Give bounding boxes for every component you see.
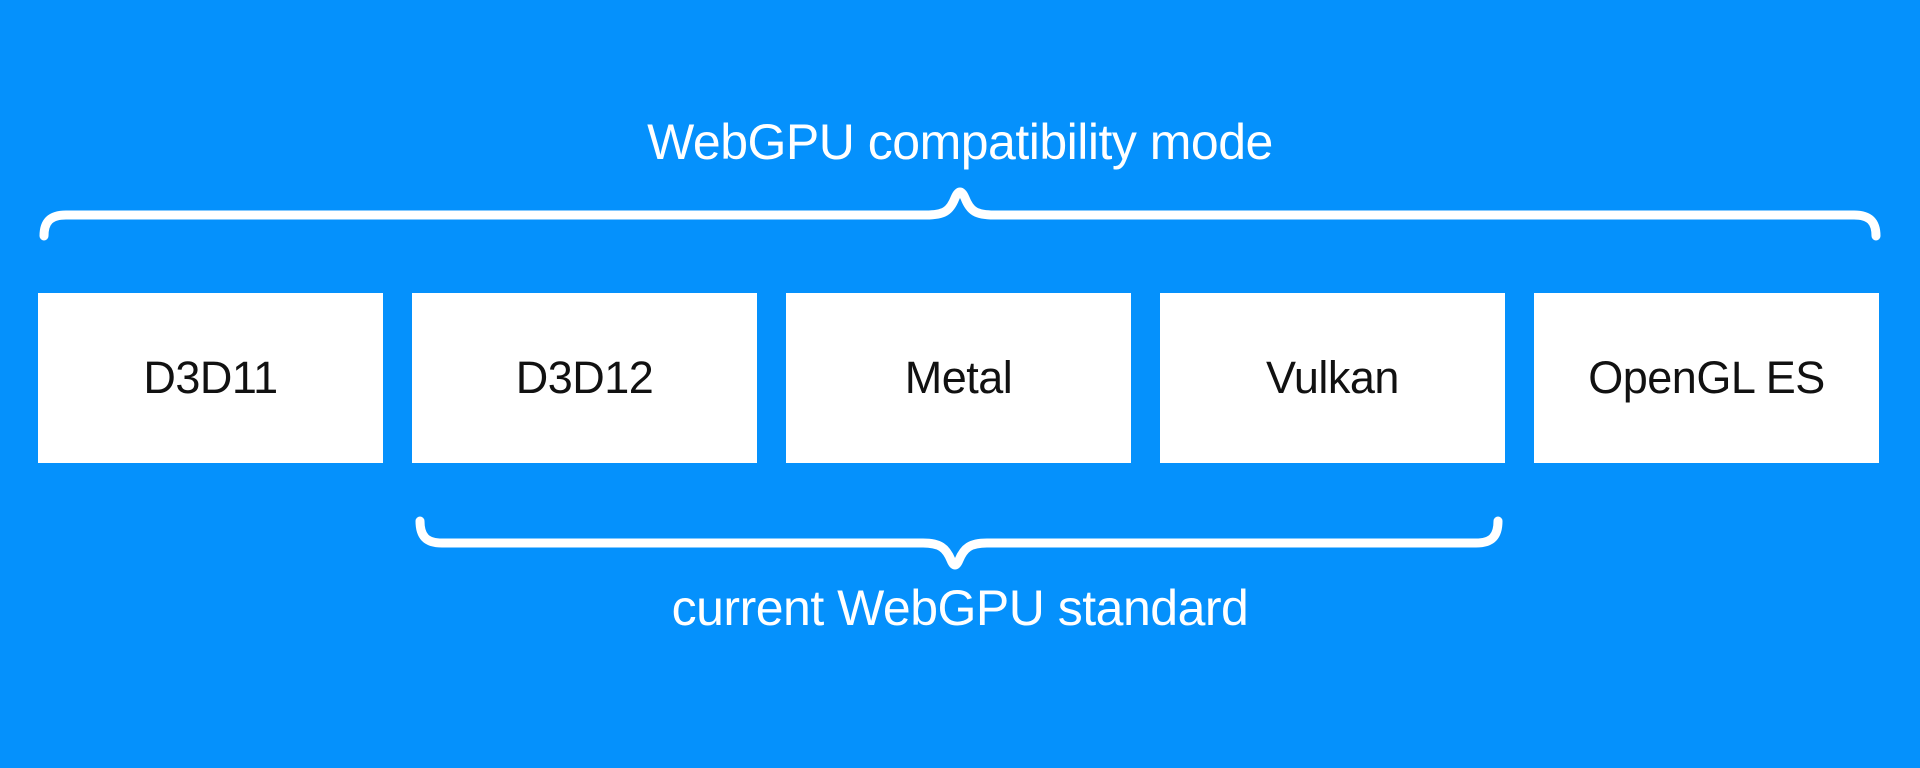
backend-box-d3d11: D3D11 [38, 293, 383, 463]
backend-label: OpenGL ES [1588, 352, 1825, 403]
backend-box-vulkan: Vulkan [1160, 293, 1505, 463]
backend-boxes: D3D11 D3D12 Metal Vulkan OpenGL ES [38, 293, 1879, 463]
backend-label: D3D12 [515, 352, 654, 403]
bottom-brace [415, 516, 1503, 570]
backend-box-metal: Metal [786, 293, 1131, 463]
bottom-brace-label: current WebGPU standard [671, 580, 1249, 636]
top-brace [39, 187, 1881, 241]
backend-box-opengl-es: OpenGL ES [1534, 293, 1879, 463]
backend-label: D3D11 [143, 352, 278, 403]
backend-box-d3d12: D3D12 [412, 293, 757, 463]
top-brace-label: WebGPU compatibility mode [647, 114, 1273, 170]
backend-label: Metal [904, 352, 1013, 403]
backend-label: Vulkan [1266, 352, 1399, 403]
